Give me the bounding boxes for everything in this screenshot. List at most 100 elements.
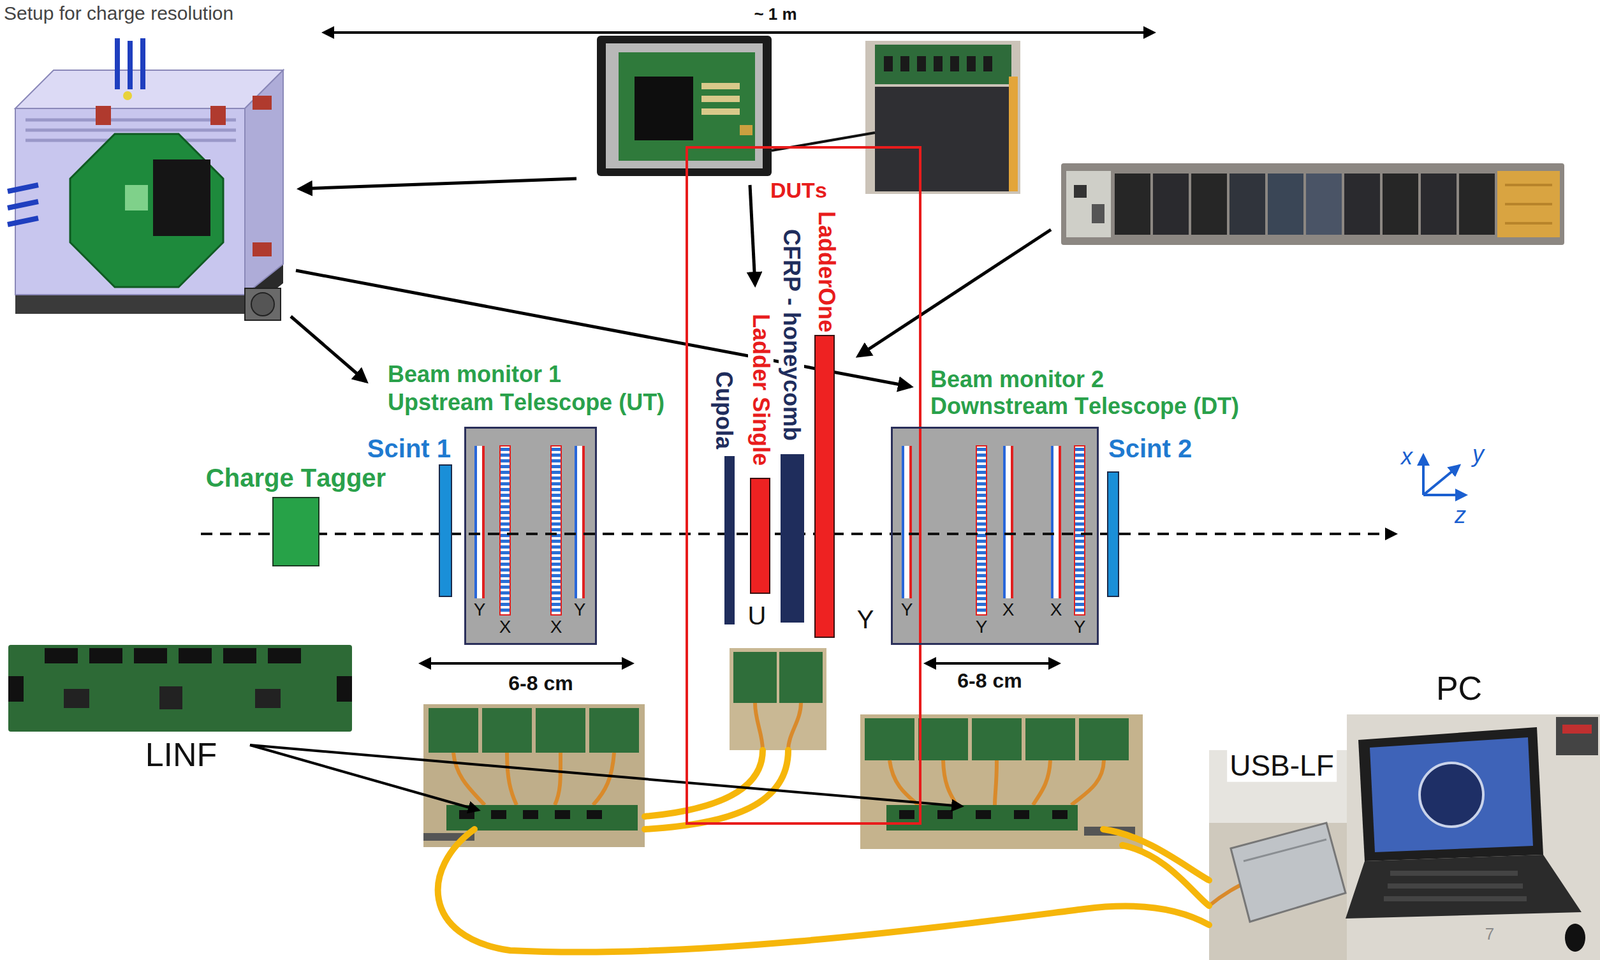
readout-board-photo (554, 809, 571, 819)
silicon-strip-layer (582, 445, 585, 599)
strip-orientation: Y (901, 600, 914, 620)
telescope-housing (464, 426, 1099, 645)
module-3d-drawing (15, 70, 284, 109)
module-3d-drawing (252, 242, 272, 257)
sensor-board-photo (605, 43, 763, 169)
module-3d-drawing (15, 108, 245, 295)
component-label: PC (1436, 670, 1483, 707)
ladder-single-photo (917, 56, 926, 72)
readout-board-photo (1052, 809, 1068, 819)
silicon-strip-layer (550, 445, 562, 615)
ladder-one-photo (1504, 183, 1553, 187)
silicon-strip-layer (1003, 445, 1014, 599)
node-text: CFRP - honeycomb (778, 228, 805, 441)
sensor-board-photo (596, 35, 772, 177)
readout-board-photo (1025, 718, 1076, 761)
readout-board-photo (586, 809, 602, 819)
axis-arrow (1423, 455, 1466, 495)
ladder-single-photo (874, 86, 1009, 192)
cable-wire (1122, 844, 1210, 906)
silicon-strip-layer (474, 445, 1085, 615)
sensor-board-photo (701, 108, 740, 115)
module-3d-drawing (15, 294, 245, 314)
linf-board-photo (159, 686, 183, 710)
strip-orientation: Y (473, 600, 486, 620)
cable-wire (1103, 829, 1210, 881)
usb-interface-photo (1209, 749, 1358, 960)
laptop-photo (1555, 716, 1599, 756)
pointer-arrow (299, 178, 577, 189)
pointer-arrow (290, 316, 367, 382)
module-3d-drawing (244, 70, 284, 295)
page-number: 7 (1485, 924, 1495, 944)
laptop-photo (1345, 854, 1582, 919)
module-3d-drawing (70, 133, 224, 287)
axis-label: y (1472, 441, 1484, 467)
strip-orientation: X (499, 617, 512, 638)
silicon-strip-layer (474, 445, 485, 599)
sensor-board-photo (701, 95, 740, 103)
linf-board-photo (44, 647, 78, 664)
readout-board-photo (779, 651, 823, 703)
laptop-photo (1419, 762, 1484, 827)
readout-board-photo (423, 647, 1143, 849)
node-text: Beam monitor 1 Upstream Telescope (UT) (387, 360, 669, 417)
axis-label: x (1401, 443, 1413, 470)
ladder-one-photo (1061, 163, 1565, 245)
dimension-arrow (323, 32, 1154, 664)
module-3d-drawing (114, 38, 120, 90)
dimension-arrow (323, 31, 1154, 34)
laptop-photo (1562, 724, 1592, 734)
linf-board-photo (223, 647, 257, 664)
silicon-strip-layer (909, 445, 912, 599)
ladder-single-photo (900, 56, 910, 72)
node-text: Charge Tagger (205, 463, 386, 492)
silicon-strip-layer (976, 445, 987, 615)
ladder-one-photo (1497, 170, 1560, 238)
telescope-box: Beam monitor 2 Downstream Telescope (DT) (890, 426, 1099, 645)
module-3d-drawing (7, 201, 39, 208)
scintillator-bar: Scint 1 (438, 464, 453, 597)
silicon-strip-layer (499, 445, 511, 615)
silicon-strip-layer (482, 445, 485, 599)
silicon-strip-layer (1050, 445, 1062, 599)
node-text: Scint 2 (1108, 434, 1192, 463)
pointer-arrow (858, 229, 1051, 356)
silicon-strip-layer (474, 445, 478, 599)
readout-board-photo (918, 718, 969, 761)
ladder-single-photo (1008, 76, 1018, 192)
support-bar: CFRP - honeycomb (780, 454, 805, 623)
charge-tagger-box: Charge Tagger (272, 496, 320, 567)
ladder-one-photo (1504, 221, 1553, 225)
ladder-one-photo (1267, 173, 1304, 235)
telescope-housing (890, 426, 1099, 645)
ladder-one-photo (1344, 173, 1380, 235)
readout-board-photo (937, 809, 953, 819)
linf-board-photo (178, 647, 212, 664)
dimension-label: 6-8 cm (957, 669, 1022, 692)
module-3d-drawing (252, 95, 272, 110)
linf-board-photo (133, 647, 168, 664)
support-bar: Cupola (724, 455, 735, 625)
readout-board-photo (889, 760, 1104, 805)
ladder-one-photo (1382, 173, 1419, 235)
ladder-one-photo (1306, 173, 1342, 235)
axis-label: z (1454, 502, 1467, 529)
linf-board-photo (336, 675, 353, 702)
strip-orientation: X (1002, 600, 1015, 620)
ladder-single-photo (865, 40, 1021, 194)
strip-orientation: U (748, 601, 767, 630)
silicon-strip-layer (1003, 445, 1006, 599)
silicon-strip-layer (1074, 445, 1085, 615)
readout-board-photo (453, 752, 615, 805)
sensor-board-photo (701, 82, 740, 90)
node-text: Ladder Single (748, 313, 774, 466)
ladder-one-photo (1459, 173, 1495, 235)
module-3d-drawing (124, 184, 148, 211)
usb-interface-photo (1209, 822, 1358, 960)
readout-board-photo (886, 804, 1078, 831)
ladder-one-photo (1191, 173, 1227, 235)
node-text: LadderOne (813, 211, 840, 333)
linf-board-photo (8, 644, 353, 732)
